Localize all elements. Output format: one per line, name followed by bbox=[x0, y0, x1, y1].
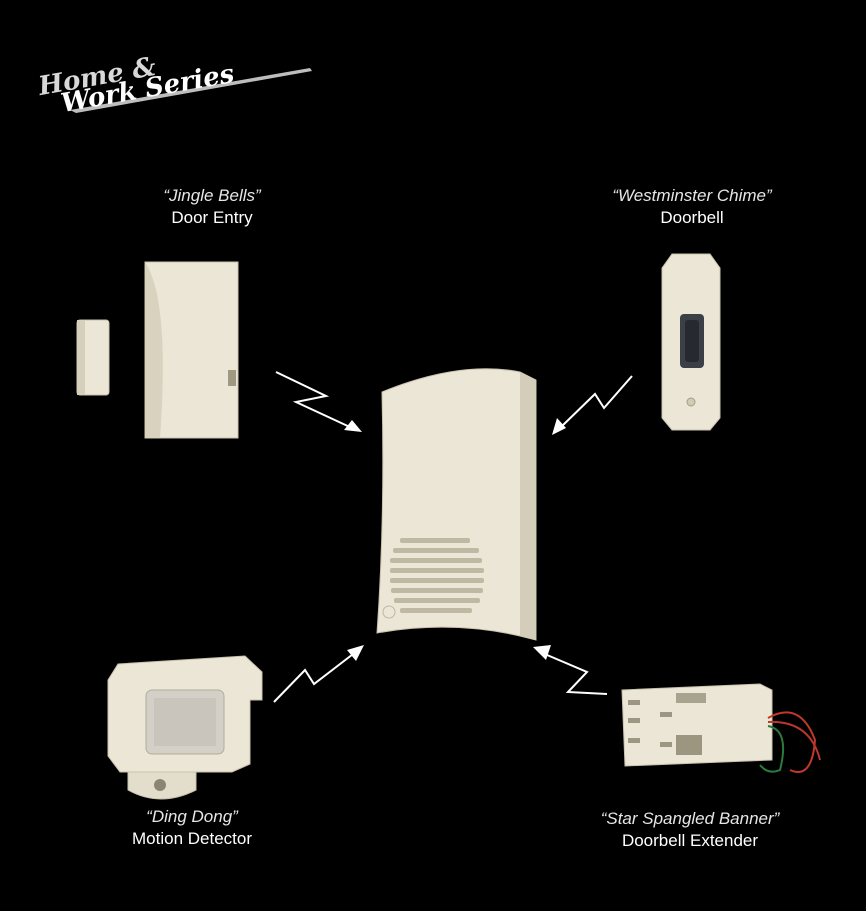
motion-detector-name: Motion Detector bbox=[132, 829, 252, 848]
signal-arrow-extender bbox=[539, 651, 608, 695]
motion-detector-caption: “Ding Dong” Motion Detector bbox=[62, 806, 322, 850]
door-entry-song: “Jingle Bells” bbox=[163, 186, 261, 205]
doorbell-name: Doorbell bbox=[660, 208, 724, 227]
doorbell-button bbox=[661, 253, 721, 431]
chime-receiver bbox=[376, 368, 537, 641]
extender-name: Doorbell Extender bbox=[621, 831, 759, 850]
motion-detector bbox=[107, 655, 263, 800]
extender-caption: “Star Spangled Banner” Doorbell Extender bbox=[560, 808, 820, 852]
door-entry-name: Door Entry bbox=[171, 208, 253, 227]
signal-arrow-door-entry bbox=[275, 371, 353, 429]
signal-arrow-motion bbox=[273, 650, 358, 703]
doorbell-song: “Westminster Chime” bbox=[612, 186, 772, 205]
logo-swoosh bbox=[70, 68, 312, 113]
arrowheads bbox=[344, 418, 566, 661]
signal-arrows bbox=[273, 371, 633, 703]
door-entry-caption: “Jingle Bells” Door Entry bbox=[82, 185, 342, 229]
signal-arrow-doorbell bbox=[559, 375, 633, 429]
motion-detector-song: “Ding Dong” bbox=[146, 807, 238, 826]
doorbell-extender bbox=[621, 683, 821, 773]
door-entry-sensor bbox=[76, 261, 239, 439]
doorbell-caption: “Westminster Chime” Doorbell bbox=[562, 185, 822, 229]
extender-song: “Star Spangled Banner” bbox=[600, 809, 780, 828]
series-logo: Home & Work Series bbox=[30, 40, 320, 120]
